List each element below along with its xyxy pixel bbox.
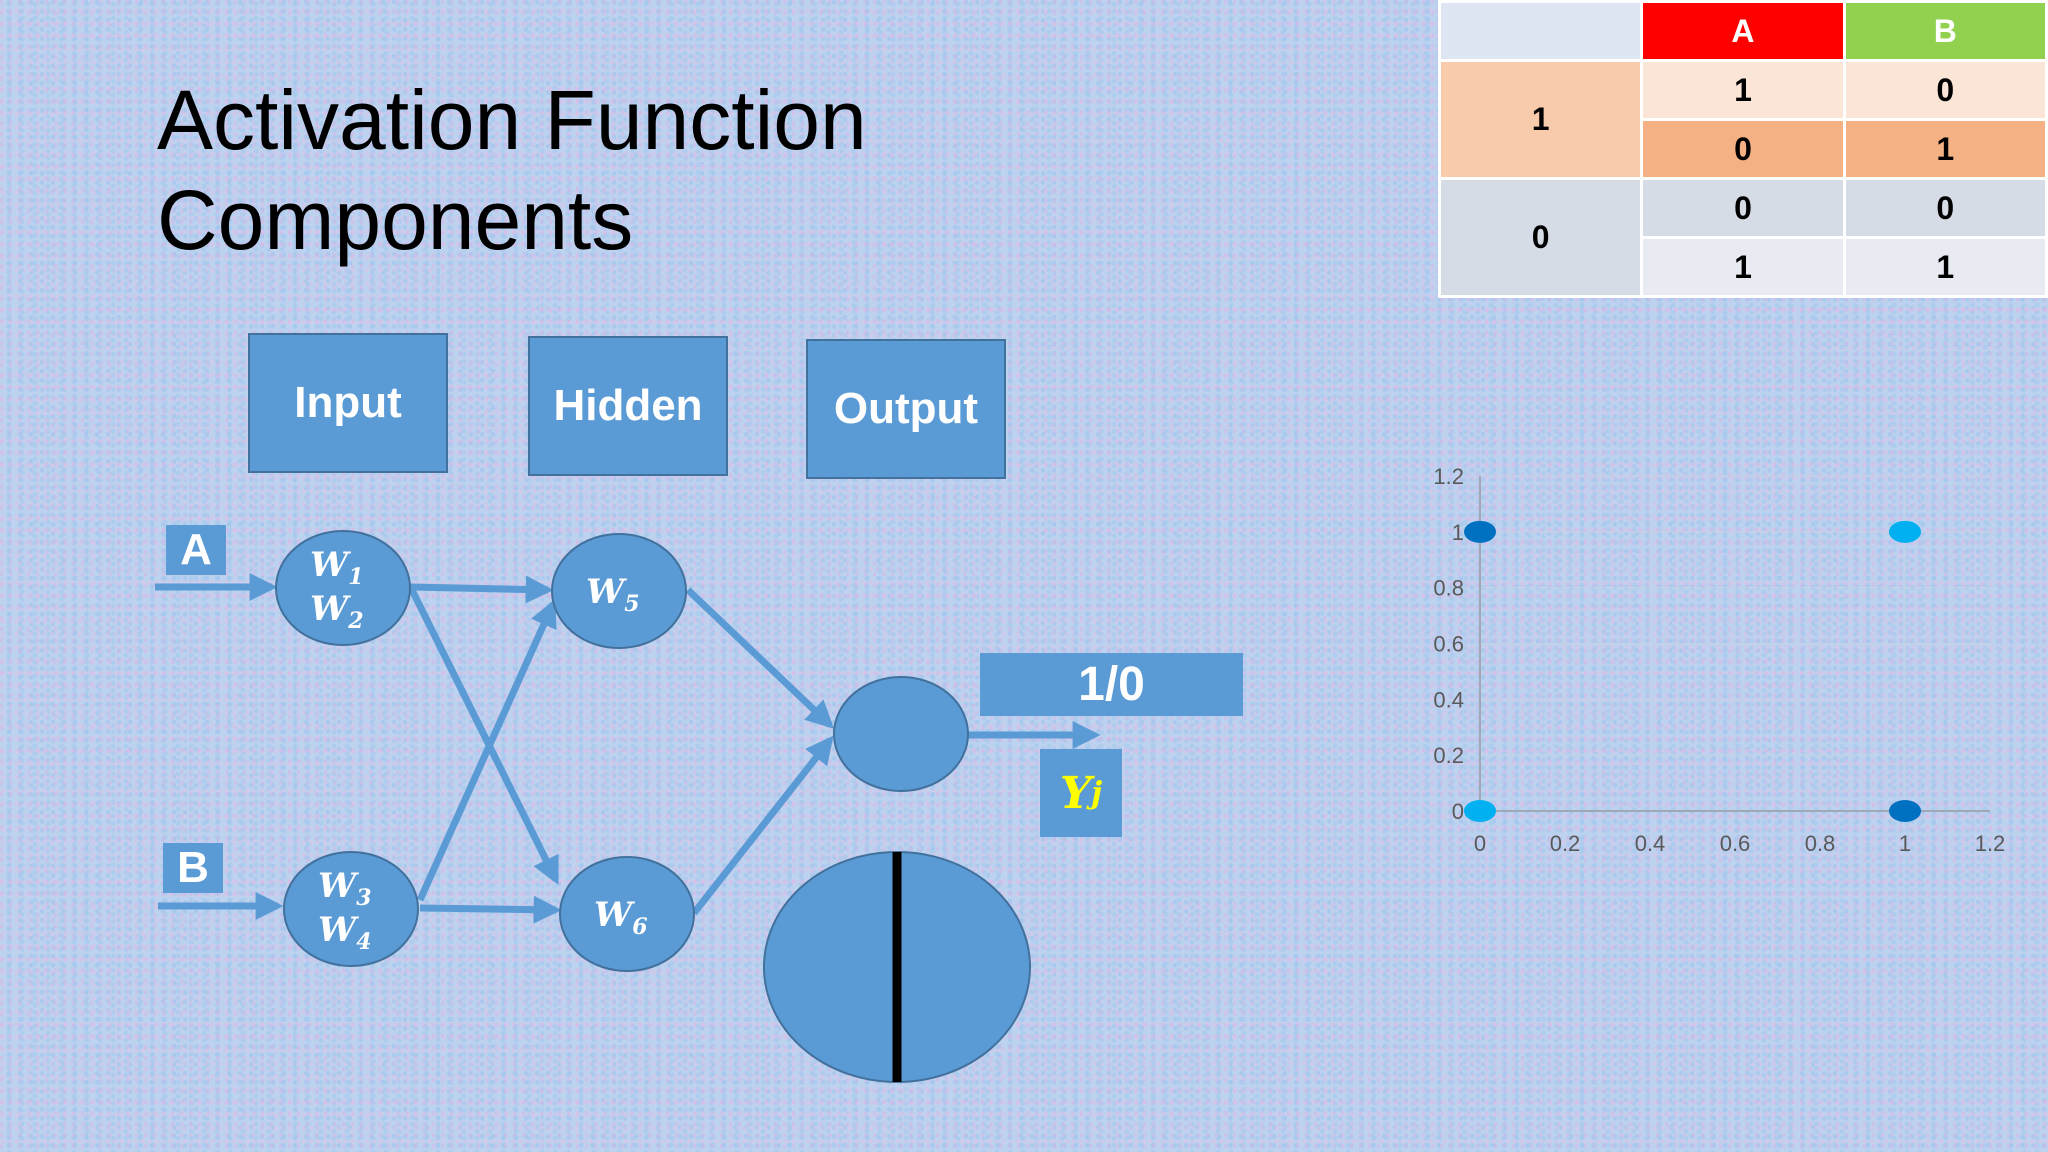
- node-w3-text: W3: [318, 866, 372, 911]
- y-tick-label: 1: [1452, 520, 1464, 545]
- y-tick-label: 0: [1452, 799, 1464, 824]
- table-row: 1 1: [1440, 236, 2048, 298]
- title-line-2: Components: [157, 173, 634, 267]
- x-tick-label: 1.2: [1975, 831, 2006, 856]
- x-tick-label: 0.4: [1635, 831, 1666, 856]
- hidden-layer-box: Hidden: [528, 336, 728, 476]
- y-tick-label: 0.6: [1433, 632, 1464, 657]
- x-tick-label: 1: [1899, 831, 1911, 856]
- truth-table: A B 1 1 0 0 1 0 0 0 1 1: [1437, 0, 2048, 298]
- truth-table-corner: [1437, 0, 1644, 62]
- node-w6: [559, 856, 695, 972]
- truth-cell: 0: [1842, 59, 2048, 121]
- node-w1-w2: [275, 530, 411, 646]
- truth-header-b: B: [1842, 0, 2048, 62]
- arrow-n2-h1: [416, 598, 557, 902]
- arrow-n1-h2: [408, 588, 560, 886]
- scatter-chart: 0 0.2 0.4 0.6 0.8 1 1.2 0 0.2 0.4 0.6 0.8 1 1.2: [1433, 464, 2006, 856]
- node-w5: [551, 533, 687, 649]
- node-w3-w4: [283, 851, 419, 967]
- arrow-n1-h1: [409, 575, 554, 604]
- y-tick-label: 0.2: [1433, 743, 1464, 768]
- output-layer-box: Output: [806, 339, 1006, 479]
- node-w6-text: W6: [594, 895, 648, 940]
- scatter-point: [1464, 800, 1496, 822]
- y-tick-label: 0.4: [1433, 687, 1464, 712]
- truth-cell: 1: [1842, 236, 2048, 298]
- title-line-1: Activation Function: [157, 73, 867, 167]
- truth-cell: 0: [1842, 177, 2048, 239]
- y-tick-label: 0.8: [1433, 576, 1464, 601]
- arrow-n2-h2: [419, 895, 562, 924]
- truth-cell: 1: [1842, 118, 2048, 180]
- arrow-h2-out: [691, 735, 834, 916]
- table-row: 1 1 0: [1437, 59, 2048, 180]
- x-tick-label: 0.2: [1550, 831, 1581, 856]
- truth-group-label: 0: [1437, 177, 1644, 298]
- node-w2-text: W2: [310, 589, 364, 634]
- output-symbol-sub: j: [1091, 775, 1103, 811]
- table-row: 0 1: [1440, 118, 2048, 180]
- table-row: 0 0 0: [1437, 177, 2048, 298]
- arrow-h1-out: [685, 587, 835, 729]
- truth-cell: 1: [1640, 236, 1846, 298]
- node-output: [833, 676, 969, 792]
- input-b-label: B: [163, 843, 223, 893]
- node-w1-text: W1: [310, 545, 364, 590]
- y-tick-label: 1.2: [1433, 464, 1464, 489]
- scatter-point: [1464, 520, 1496, 543]
- page-title: Activation Function Components: [157, 70, 957, 270]
- input-a-label: A: [166, 525, 226, 575]
- truth-cell: 0: [1640, 177, 1846, 239]
- x-tick-label: 0: [1474, 831, 1486, 856]
- truth-table-header: A B: [1437, 0, 2048, 62]
- scatter-point: [1889, 800, 1921, 822]
- scatter-point: [1889, 520, 1921, 543]
- x-tick-label: 0.8: [1805, 831, 1836, 856]
- truth-cell: 0: [1640, 118, 1846, 180]
- truth-cell: 1: [1640, 59, 1846, 121]
- input-layer-box: Input: [248, 333, 448, 473]
- output-value-label: 1/0: [980, 653, 1243, 716]
- output-symbol: Y: [1059, 767, 1092, 819]
- x-tick-label: 0.6: [1720, 831, 1751, 856]
- truth-group-label: 1: [1437, 59, 1644, 180]
- node-w5-text: W5: [586, 572, 640, 617]
- truth-header-a: A: [1640, 0, 1846, 62]
- node-w4-text: W4: [318, 910, 372, 955]
